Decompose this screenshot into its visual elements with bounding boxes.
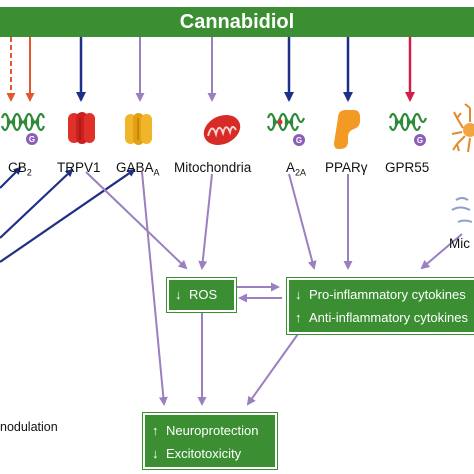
outcome-box: ↑ Neuroprotection ↓ Excitotoxicity — [142, 412, 278, 470]
gaba-channel-icon — [125, 113, 152, 145]
excito-down-arrow-icon: ↓ — [152, 446, 159, 461]
arrow-left-to-gaba — [0, 168, 136, 263]
label-gpr55: GPR55 — [385, 160, 429, 176]
receptor-cb-icon — [0, 112, 46, 132]
arrow-left-to-cb2 — [0, 166, 22, 189]
left-note: nodulation — [0, 420, 58, 434]
label-cb2-main: CB — [8, 160, 27, 175]
ros-label: ROS — [189, 287, 218, 302]
arrow-gaba-to-outcome — [141, 171, 168, 406]
receptor-gpr55-icon — [388, 112, 428, 132]
arrow-cytokines-to-outcome — [246, 333, 299, 406]
label-microglia: Mic — [449, 236, 470, 252]
mitochondria-icon — [203, 114, 241, 146]
label-micro-main: Mic — [449, 236, 470, 251]
g-protein-a2a-icon — [293, 134, 305, 146]
cannabidiol-banner: Cannabidiol — [0, 7, 474, 37]
arrow-trpv1-to-ros — [85, 171, 188, 270]
microglia-lower-icon — [451, 197, 473, 223]
label-a2a-main: A — [286, 160, 296, 175]
neuroprotection-label: Neuroprotection — [166, 423, 259, 438]
label-mitochondria: Mitochondria — [174, 160, 251, 176]
label-a2a: A2A — [286, 160, 306, 181]
ros-box: ↓ ROS — [166, 277, 237, 313]
label-cb2-sub: 2 — [26, 167, 32, 178]
banner-title: Cannabidiol — [179, 11, 295, 33]
ros-down-arrow-icon: ↓ — [175, 287, 182, 302]
label-mito-main: Mitochondria — [174, 160, 252, 175]
neuro-up-arrow-icon: ↑ — [152, 423, 159, 438]
label-ppar-main: PPARγ — [325, 160, 368, 175]
excitotoxicity-label: Excitotoxicity — [166, 446, 242, 461]
receptor-a2a-icon — [266, 112, 306, 132]
label-gaba-main: GABA — [116, 160, 154, 175]
anti-up-arrow-icon: ↑ — [295, 310, 302, 325]
label-gpr55-main: GPR55 — [385, 160, 430, 175]
label-a2a-sub: 2A — [295, 167, 307, 178]
arrow-mito-to-ros — [198, 173, 213, 270]
label-gaba: GABAA — [116, 160, 160, 181]
g-badge-cb: G — [28, 135, 36, 144]
g-protein-cb-icon — [26, 133, 38, 145]
cytokines-box: ↓ Pro-inflammatory cytokines ↑ Anti-inflam… — [286, 277, 474, 335]
label-gaba-sub: A — [153, 167, 160, 178]
label-cb2: CB2 — [8, 160, 32, 181]
microglia-icon — [451, 103, 474, 153]
g-protein-gpr55-icon — [414, 134, 426, 146]
label-trpv1: TRPV1 — [57, 160, 101, 176]
arrow-left-to-trpv1 — [0, 168, 74, 239]
label-trpv1-main: TRPV1 — [57, 160, 101, 175]
pro-down-arrow-icon: ↓ — [295, 287, 302, 302]
g-badge-gpr55: G — [416, 136, 424, 145]
trpv1-channel-icon — [68, 112, 95, 144]
ppar-receptor-icon — [334, 110, 360, 149]
arrow-micro-to-cytokines — [420, 233, 463, 270]
pro-inflammatory-label: Pro-inflammatory cytokines — [309, 287, 466, 302]
anti-inflammatory-label: Anti-inflammatory cytokines — [309, 310, 468, 325]
label-ppar: PPARγ — [325, 160, 368, 176]
g-badge-a2a: G — [295, 136, 303, 145]
arrow-a2a-to-cytokines — [288, 173, 317, 270]
